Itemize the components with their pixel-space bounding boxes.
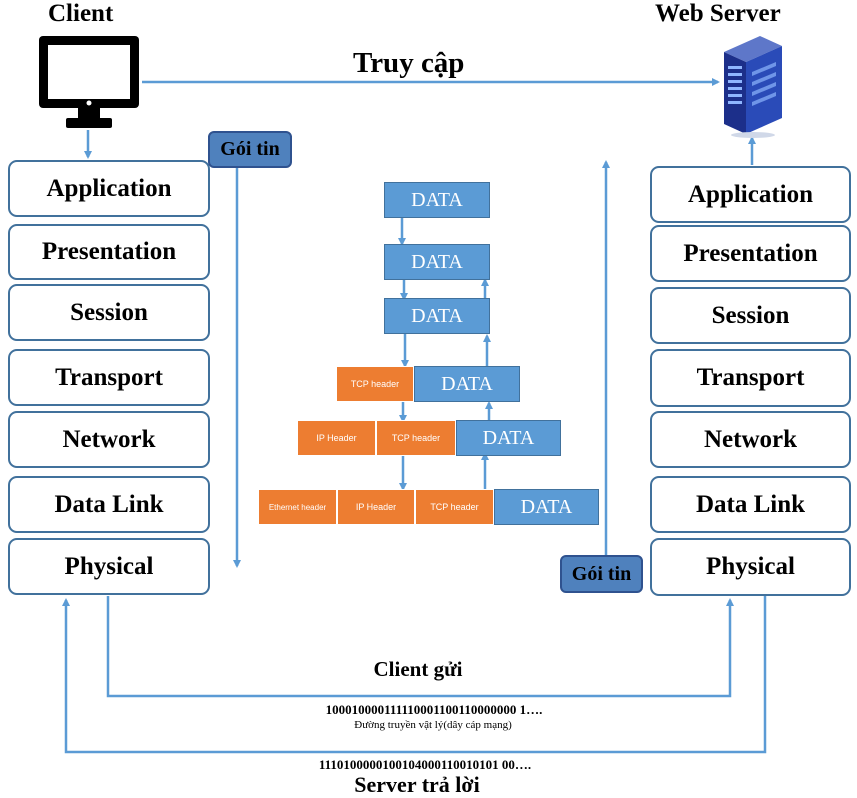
medium-label: Đường truyền vật lý(dây cáp mạng) [354, 719, 512, 731]
server-title: Web Server [655, 0, 781, 27]
server-layer-data-link: Data Link [650, 476, 851, 533]
server-layer-transport: Transport [650, 349, 851, 407]
client-layer-network: Network [8, 411, 210, 468]
server-layer-physical: Physical [650, 538, 851, 596]
ip-header-row5: IP Header [297, 420, 376, 456]
bits-sent: 100010000111110001100110000000 1…. [325, 702, 543, 717]
monitor-icon [36, 33, 142, 135]
server-replies-label: Server trả lời [354, 772, 480, 797]
server-layer-application: Application [650, 166, 851, 223]
server-layer-presentation: Presentation [650, 225, 851, 282]
client-layer-physical: Physical [8, 538, 210, 595]
bits-reply: 1110100000100104000110010101 00…. [318, 757, 532, 772]
tcp-header-row5: TCP header [376, 420, 456, 456]
data-block-5: DATA [456, 420, 561, 456]
server-layer-session: Session [650, 287, 851, 344]
client-title: Client [48, 0, 114, 27]
client-layer-presentation: Presentation [8, 224, 210, 280]
server-layer-network: Network [650, 411, 851, 468]
data-block-3: DATA [384, 298, 490, 334]
client-layer-application: Application [8, 160, 210, 217]
server-icon [720, 32, 786, 142]
client-send-path [106, 596, 734, 698]
client-layer-session: Session [8, 284, 210, 341]
packet-tag-client: Gói tin [208, 131, 292, 168]
data-block-6: DATA [494, 489, 599, 525]
client-layer-transport: Transport [8, 349, 210, 406]
data-block-1: DATA [384, 182, 490, 218]
access-label: Truy cập [353, 47, 465, 79]
packet-tag-server: Gói tin [560, 555, 643, 593]
data-block-4: DATA [414, 366, 520, 402]
server-reply-path [62, 596, 767, 754]
client-layer-data-link: Data Link [8, 476, 210, 533]
data-block-2: DATA [384, 244, 490, 280]
ip-header-row6: IP Header [337, 489, 415, 525]
client-sends-label: Client gửi [373, 657, 463, 681]
ethernet-header-row6: Ethernet header [258, 489, 337, 525]
tcp-header-row4: TCP header [336, 366, 414, 402]
tcp-header-row6: TCP header [415, 489, 494, 525]
